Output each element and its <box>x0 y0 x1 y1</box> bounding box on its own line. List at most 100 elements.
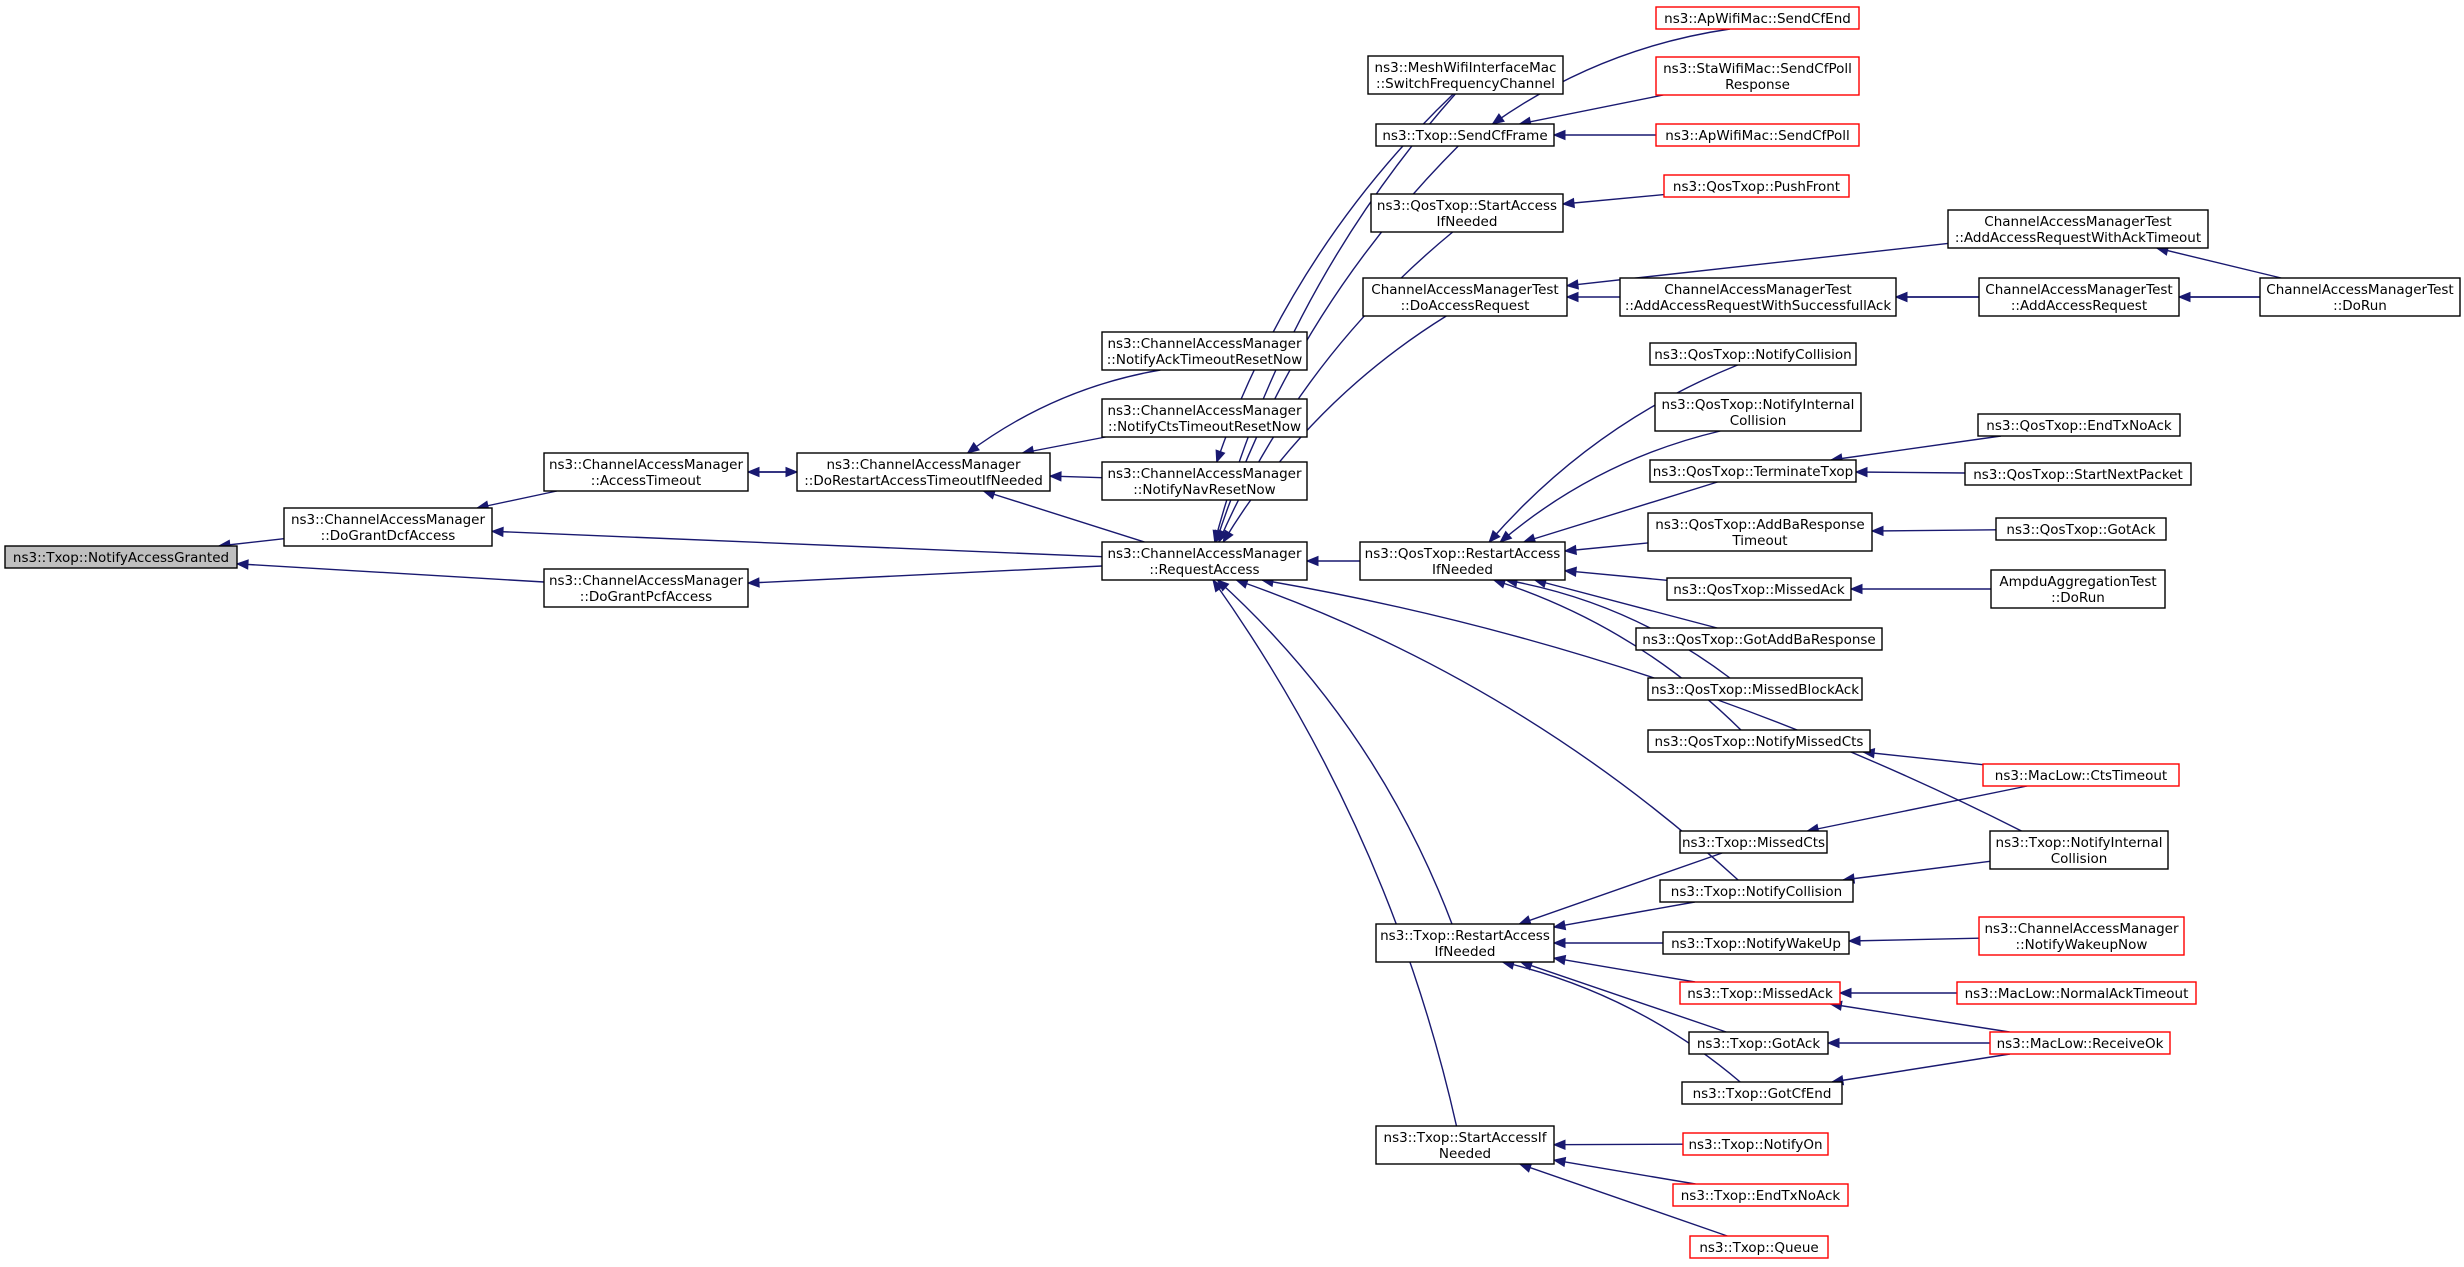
node-box <box>1655 56 1860 96</box>
node-macctsto[interactable]: ns3::MacLow::CtsTimeout <box>1982 763 2180 787</box>
node-dgdcf[interactable]: ns3::ChannelAccessManager::DoGrantDcfAcc… <box>283 507 493 547</box>
node-sendcf[interactable]: ns3::Txop::SendCfFrame <box>1375 123 1555 147</box>
node-label: ns3::Txop::NotifyOn <box>1688 1137 1822 1153</box>
node-box <box>1662 931 1850 955</box>
edge-apcfend-to-sendcf <box>1492 28 1731 125</box>
node-camadd[interactable]: ChannelAccessManagerTest::AddAccessReque… <box>1978 277 2180 317</box>
node-label: ::AddAccessRequestWithSuccessfullAck <box>1625 298 1892 314</box>
edge-reqacc-to-dgdcf <box>491 530 1103 558</box>
node-qnotcoll[interactable]: ns3::QosTxop::NotifyCollision <box>1649 342 1857 366</box>
arrowhead-reqacc <box>1305 555 1319 567</box>
node-label: ns3::ChannelAccessManager <box>1107 403 1302 419</box>
node-qterm[interactable]: ns3::QosTxop::TerminateTxop <box>1649 459 1857 483</box>
node-qmissblk[interactable]: ns3::QosTxop::MissedBlockAck <box>1647 677 1863 701</box>
node-macnormack[interactable]: ns3::MacLow::NormalAckTimeout <box>1956 981 2197 1005</box>
node-label: ::DoRun <box>2051 590 2105 606</box>
node-qnotmisscts[interactable]: ns3::QosTxop::NotifyMissedCts <box>1647 729 1871 753</box>
arrowhead-qrestart <box>1488 529 1501 543</box>
node-label: ns3::MeshWifiInterfaceMac <box>1375 60 1557 76</box>
edge-tnoton-to-tstart <box>1553 1143 1684 1146</box>
node-camacktmo[interactable]: ChannelAccessManagerTest::AddAccessReque… <box>1947 209 2209 249</box>
node-tmissack[interactable]: ns3::Txop::MissedAck <box>1679 981 1841 1005</box>
arrowhead-trestart <box>1552 919 1567 931</box>
node-label: ::NotifyCtsTimeoutResetNow <box>1108 419 1301 435</box>
node-apcfend[interactable]: ns3::ApWifiMac::SendCfEnd <box>1655 6 1860 30</box>
node-label: ChannelAccessManagerTest <box>1371 282 1558 298</box>
node-label: Collision <box>2051 851 2108 867</box>
node-label: ns3::ChannelAccessManager <box>1107 546 1302 562</box>
edge-tnotint-to-reqacc <box>1261 579 2022 832</box>
node-box <box>4 545 238 569</box>
node-label: ns3::QosTxop::MissedBlockAck <box>1651 682 1859 698</box>
node-box <box>1654 392 1862 432</box>
node-dgpcf[interactable]: ns3::ChannelAccessManager::DoGrantPcfAcc… <box>543 568 749 608</box>
node-apcfpoll[interactable]: ns3::ApWifiMac::SendCfPoll <box>1655 123 1860 147</box>
node-ampdu[interactable]: AmpduAggregationTest::DoRun <box>1990 569 2166 609</box>
node-camsucc[interactable]: ChannelAccessManagerTest::AddAccessReque… <box>1619 277 1897 317</box>
arrowhead-sendcf <box>1552 129 1566 141</box>
node-label: ::AddAccessRequest <box>2011 298 2147 314</box>
node-camdorun[interactable]: ChannelAccessManagerTest::DoRun <box>2259 277 2461 317</box>
arrowhead-dgpcf <box>746 577 760 588</box>
node-camdoacc[interactable]: ChannelAccessManagerTest::DoAccessReques… <box>1362 277 1568 317</box>
node-tgotcfend[interactable]: ns3::Txop::GotCfEnd <box>1681 1081 1843 1105</box>
node-tnoton[interactable]: ns3::Txop::NotifyOn <box>1682 1132 1829 1156</box>
arrowhead-drat <box>785 466 799 478</box>
node-box <box>1978 277 2180 317</box>
node-label: ns3::StaWifiMac::SendCfPoll <box>1663 61 1852 77</box>
node-tqueue[interactable]: ns3::Txop::Queue <box>1689 1235 1829 1259</box>
node-box <box>1647 677 1863 701</box>
node-box <box>1679 830 1828 854</box>
node-label: ns3::MacLow::NormalAckTimeout <box>1965 986 2189 1002</box>
node-camwake[interactable]: ns3::ChannelAccessManager::NotifyWakeupN… <box>1978 916 2185 956</box>
node-drat[interactable]: ns3::ChannelAccessManager::DoRestartAcce… <box>796 452 1051 492</box>
node-qendtx[interactable]: ns3::QosTxop::EndTxNoAck <box>1977 413 2181 437</box>
node-label: IfNeeded <box>1437 214 1498 230</box>
node-box <box>1666 577 1852 601</box>
arrowhead-trestart <box>1552 954 1567 966</box>
node-box <box>1682 1132 1829 1156</box>
edge-tnotcoll-to-trestart <box>1553 901 1695 928</box>
edge-qaddba-to-qrestart <box>1564 542 1649 552</box>
node-acct[interactable]: ns3::ChannelAccessManager::AccessTimeout <box>543 452 749 492</box>
arrowhead-camadd <box>2177 291 2191 303</box>
node-tnotwake[interactable]: ns3::Txop::NotifyWakeUp <box>1662 931 1850 955</box>
node-label: IfNeeded <box>1435 944 1496 960</box>
node-tmisscts[interactable]: ns3::Txop::MissedCts <box>1679 830 1828 854</box>
node-label: ns3::Txop::MissedCts <box>1682 835 1825 851</box>
node-box <box>1978 916 2185 956</box>
node-label: ns3::MacLow::ReceiveOk <box>1997 1036 2164 1052</box>
node-reqacc[interactable]: ns3::ChannelAccessManager::RequestAccess <box>1101 541 1308 581</box>
node-qpushfront[interactable]: ns3::QosTxop::PushFront <box>1663 174 1850 198</box>
edge-nackt-to-drat <box>967 369 1161 454</box>
node-nctst[interactable]: ns3::ChannelAccessManager::NotifyCtsTime… <box>1101 398 1308 438</box>
arrowhead-camdoacc <box>1565 291 1579 303</box>
node-nnav[interactable]: ns3::ChannelAccessManager::NotifyNavRese… <box>1101 461 1308 501</box>
node-box <box>1989 830 2169 870</box>
node-label: ns3::ChannelAccessManager <box>1107 466 1302 482</box>
node-tgotack[interactable]: ns3::Txop::GotAck <box>1688 1031 1829 1055</box>
node-qstartnext[interactable]: ns3::QosTxop::StartNextPacket <box>1964 462 2192 486</box>
node-nackt[interactable]: ns3::ChannelAccessManager::NotifyAckTime… <box>1101 331 1308 371</box>
node-qgotaddba[interactable]: ns3::QosTxop::GotAddBaResponse <box>1635 627 1883 651</box>
arrowhead-tstart <box>1552 1139 1566 1150</box>
node-box <box>1101 541 1308 581</box>
node-qgotack[interactable]: ns3::QosTxop::GotAck <box>1995 517 2167 541</box>
node-macrecv[interactable]: ns3::MacLow::ReceiveOk <box>1989 1031 2171 1055</box>
node-box <box>1672 1183 1849 1207</box>
node-label: ns3::ChannelAccessManager <box>1984 921 2179 937</box>
node-tnotcoll[interactable]: ns3::Txop::NotifyCollision <box>1659 879 1854 903</box>
node-root[interactable]: ns3::Txop::NotifyAccessGranted <box>4 545 238 569</box>
node-qmissack[interactable]: ns3::QosTxop::MissedAck <box>1666 577 1852 601</box>
node-label: ::AddAccessRequestWithAckTimeout <box>1955 230 2201 246</box>
node-tendtx[interactable]: ns3::Txop::EndTxNoAck <box>1672 1183 1849 1207</box>
node-mwifi[interactable]: ns3::MeshWifiInterfaceMac::SwitchFrequen… <box>1367 55 1564 95</box>
